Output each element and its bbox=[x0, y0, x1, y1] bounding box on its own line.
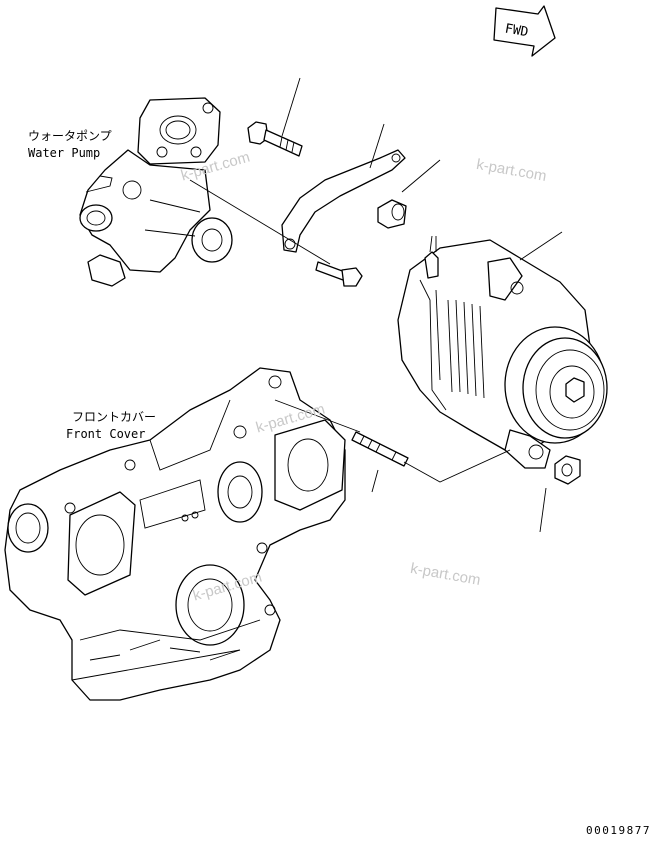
water-pump-label-jp: ウォータポンプ bbox=[28, 129, 112, 143]
bolt-top-part bbox=[247, 121, 303, 157]
water-pump-label-en: Water Pump bbox=[28, 146, 101, 160]
front-cover-label-en: Front Cover bbox=[66, 427, 146, 441]
water-pump-part bbox=[79, 97, 233, 287]
stud-part bbox=[351, 431, 409, 467]
alternator-bracket-part bbox=[281, 149, 406, 253]
bolt-lower-part bbox=[315, 261, 363, 287]
front-cover-label-jp: フロントカバー bbox=[72, 410, 157, 424]
spacer-part bbox=[377, 199, 407, 229]
fwd-arrow-icon: FWD bbox=[493, 5, 556, 57]
drawing-number: 00019877 bbox=[586, 824, 651, 837]
front-cover-part bbox=[4, 367, 346, 701]
leader-lines bbox=[189, 77, 563, 533]
nut-part bbox=[554, 455, 581, 485]
alternator-part bbox=[397, 235, 608, 469]
fwd-label: FWD bbox=[504, 21, 530, 40]
